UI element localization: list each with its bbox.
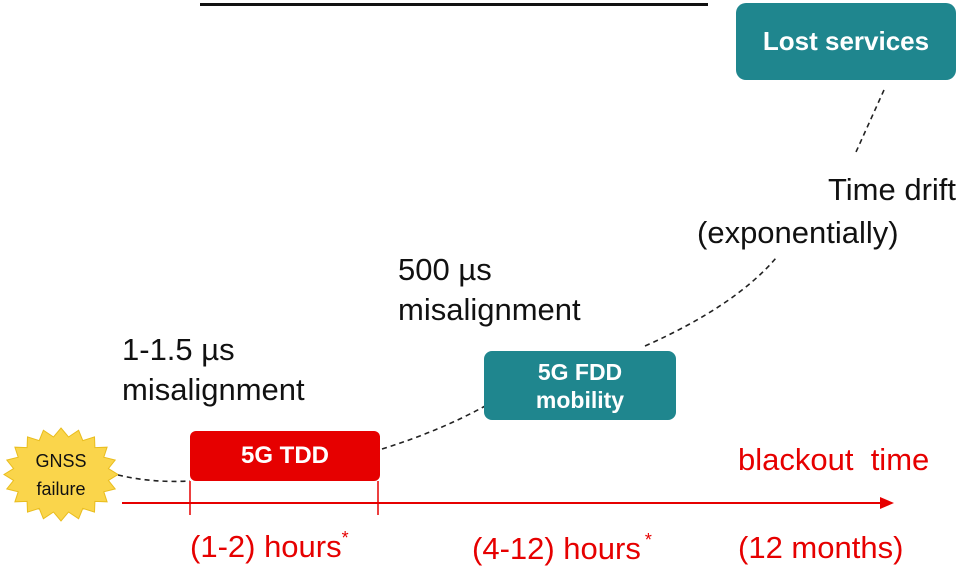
connector-tdd-to-fdd (381, 404, 488, 450)
period-text: (12 months) (738, 530, 904, 565)
tdd-misalignment-label: misalignment (122, 372, 305, 407)
fdd-misalignment-label: misalignment (398, 292, 581, 327)
period-label-lost-services: (12 months) (738, 532, 903, 563)
period-text: (1-2) hours (190, 529, 342, 564)
gnss-label-line2: failure (36, 479, 86, 499)
tdd-label: 5G TDD (240, 442, 329, 469)
period-label-tdd: (1-2) hours* (190, 528, 349, 567)
fdd-label-line1: 5G FDD (537, 358, 623, 385)
lost-services-label: Lost services (762, 26, 930, 56)
connector-fdd-to-drift (644, 257, 777, 347)
fdd-misalignment-value: 500 µs (398, 252, 492, 287)
period-footnote-marker: * (341, 528, 349, 548)
gnss-label-line1: GNSS (35, 451, 87, 471)
timeline-axis-label: blackout time (738, 442, 930, 477)
connector-drift-to-lost-services (855, 89, 885, 153)
lost-services-box: Lost services (736, 3, 956, 80)
period-footnote-marker: * (644, 530, 652, 550)
connector-gnss-to-tdd (117, 474, 191, 483)
period-text: (4-12) hours (472, 531, 641, 566)
time-drift-label: Time drift (828, 172, 957, 207)
fdd-mobility-box: 5G FDD mobility (484, 351, 676, 420)
period-label-fdd: (4-12) hours* (472, 530, 652, 569)
title-underline (200, 3, 708, 6)
exponentially-label: (exponentially) (697, 215, 899, 250)
gnss-starburst-icon (3, 427, 119, 522)
tdd-misalignment-value: 1-1.5 µs (122, 332, 235, 367)
timeline-arrowhead (880, 497, 894, 509)
tdd-box: 5G TDD (190, 431, 380, 481)
fdd-label-line2: mobility (535, 386, 625, 413)
